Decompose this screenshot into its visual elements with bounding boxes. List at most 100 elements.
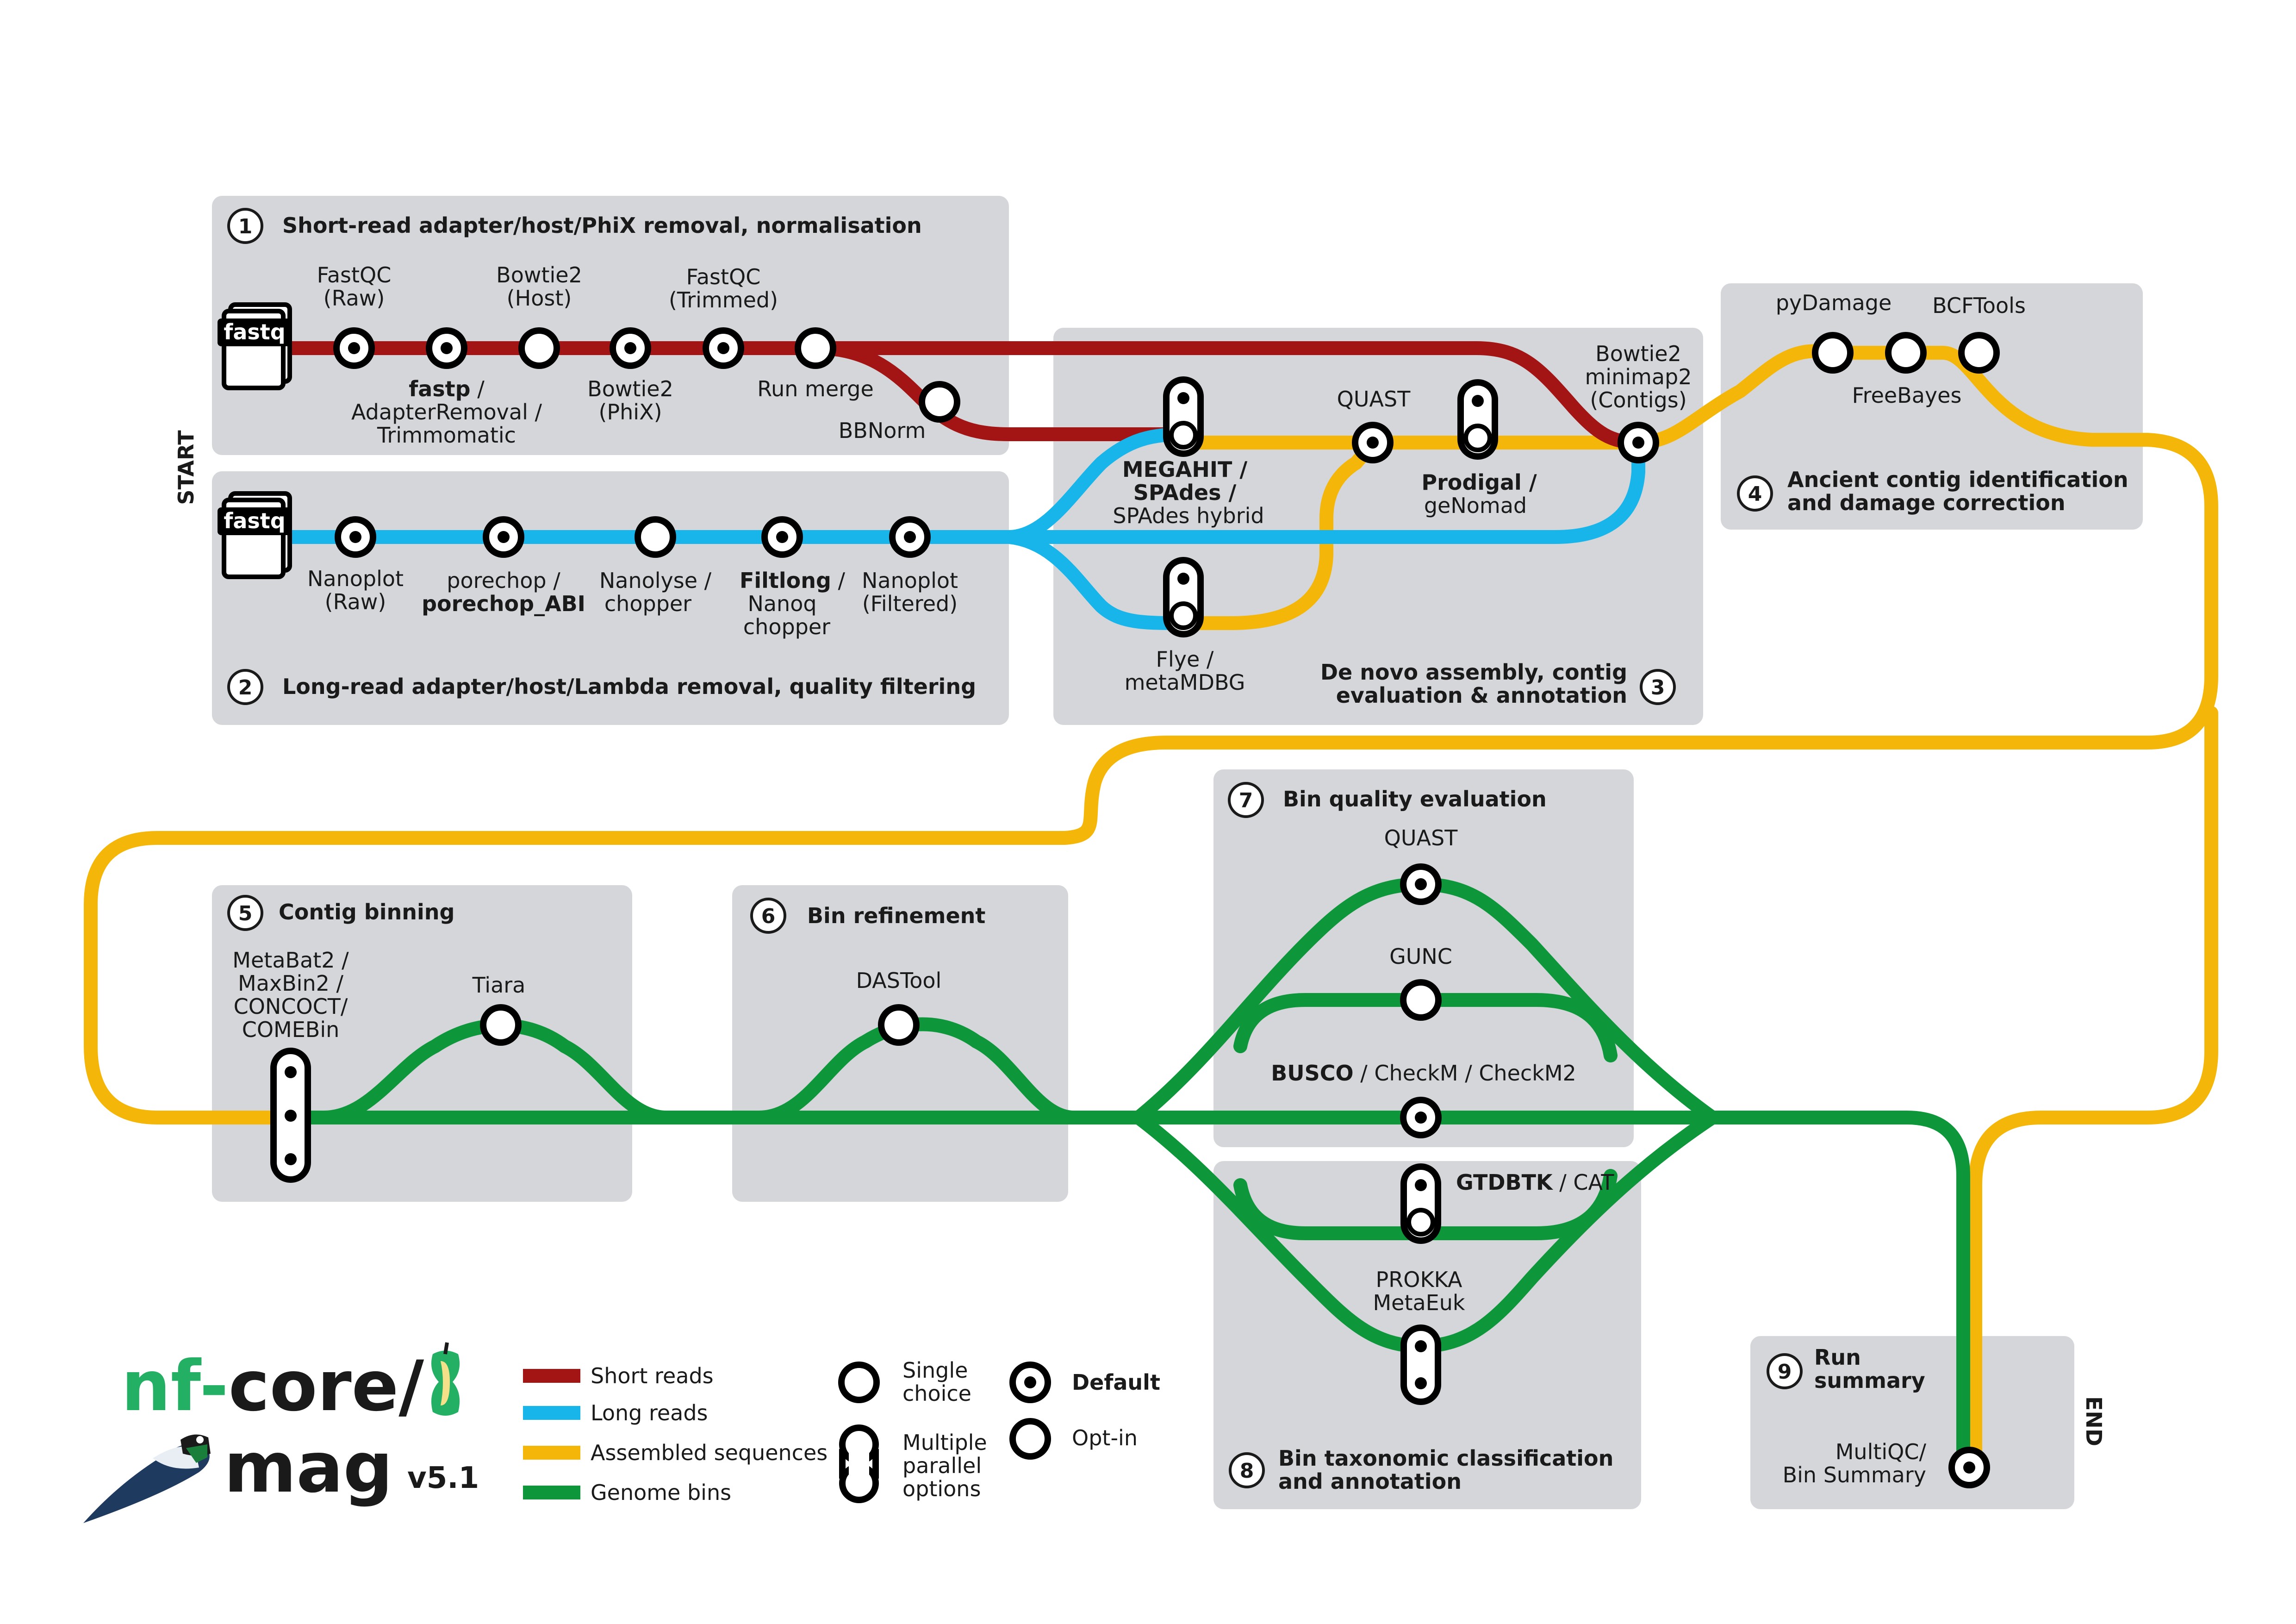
section-9-heading-line2: summary: [1814, 1368, 1925, 1393]
magpie-icon: [83, 1434, 211, 1523]
label-prodigal-2: geNomad: [1424, 493, 1527, 518]
short-reads-track: [280, 341, 1645, 450]
label-tiara: Tiara: [472, 973, 526, 998]
section-9-box: [1750, 1336, 2074, 1509]
nf-core-mag-logo: nf-core/ mag v5.1: [83, 1342, 479, 1523]
legend-label-genome-bins: Genome bins: [591, 1480, 731, 1505]
station-bbnorm: [919, 381, 960, 423]
label-fastp-rest: /: [471, 376, 485, 401]
legend-default-label: Default: [1072, 1370, 1160, 1395]
genome-bins-track-gtdbtk: [1233, 1169, 1618, 1240]
legend-multiple-3: options: [902, 1476, 981, 1501]
label-bowtie2-contigs-2: minimap2: [1585, 364, 1692, 389]
station-run-merge: [795, 327, 836, 369]
station-porechop: [483, 516, 524, 558]
label-dastool: DASTool: [856, 968, 942, 993]
label-porechop-1: porechop /: [447, 568, 560, 593]
station-busco: [1400, 1097, 1442, 1138]
apple-core-icon: [431, 1342, 460, 1416]
label-prokka-2: MetaEuk: [1373, 1290, 1465, 1315]
station-fastp: [426, 327, 467, 369]
label-quast-bins: QUAST: [1384, 825, 1458, 850]
label-fastp-3: Trimmomatic: [377, 423, 516, 448]
label-nanoplot-raw-1: Nanoplot: [307, 566, 404, 591]
label-fastp-bold: fastp: [409, 376, 470, 401]
start-label: START: [174, 430, 199, 505]
section-7-box: [1213, 769, 1634, 1147]
label-filtlong-3: chopper: [743, 614, 830, 639]
station-bowtie2-contigs: [1618, 422, 1659, 463]
station-prokka: [1400, 1324, 1441, 1405]
fastq-short-icon: fastq: [218, 302, 292, 390]
label-nanoplot-filtered-1: Nanoplot: [862, 568, 958, 593]
assembled-track-to-end: [1968, 706, 2218, 1479]
section-8-heading-line1: Bin taxonomic classification: [1278, 1446, 1613, 1471]
section-6-title: 6 Bin refinement: [750, 898, 985, 934]
logo-nfcore: nf-core/: [121, 1346, 424, 1427]
section-2-title: 2 Long-read adapter/host/Lambda removal,…: [227, 669, 976, 705]
section-4-heading-line2: and damage correction: [1787, 490, 2066, 515]
label-bowtie2-contigs-3: (Contigs): [1590, 387, 1686, 412]
label-filtlong-bold: Filtlong: [740, 568, 831, 593]
legend-single-choice-2: choice: [902, 1381, 971, 1406]
label-gtdbtk-rest: / CAT: [1553, 1170, 1615, 1195]
station-bowtie2-phix: [610, 327, 651, 369]
fastq-short-label: fastq: [224, 319, 285, 344]
genome-bins-track-main: [284, 1111, 1970, 1479]
station-nanoplot-filtered: [889, 516, 931, 558]
label-nanoplot-filtered-2: (Filtered): [862, 591, 958, 616]
section-9-title: 9 Run summary: [1767, 1345, 1925, 1393]
label-flye-2: metaMDBG: [1125, 670, 1245, 695]
label-megahit-1: MEGAHIT /: [1122, 457, 1248, 482]
station-tiara: [480, 1004, 522, 1046]
label-filtlong-2: Nanoq: [747, 591, 816, 616]
label-megahit-2: SPAdes /: [1133, 480, 1237, 505]
section-1-box: [212, 196, 1009, 455]
logo-nf: nf-: [121, 1346, 229, 1427]
station-fastqc-trimmed: [703, 327, 744, 369]
legend-label-assembled: Assembled sequences: [591, 1440, 828, 1465]
station-megahit: [1163, 376, 1204, 457]
section-4-heading-line1: Ancient contig identification: [1787, 467, 2128, 492]
label-bowtie2-phix-2: (PhiX): [598, 400, 662, 425]
section-6-heading: Bin refinement: [807, 903, 985, 928]
section-7-title: 7 Bin quality evaluation: [1228, 782, 1547, 818]
station-quast-bins: [1400, 863, 1442, 905]
section-5-number: 5: [238, 902, 253, 925]
label-quast-contigs: QUAST: [1337, 387, 1411, 412]
label-porechop-2: porechop_ABI: [422, 591, 585, 616]
station-dastool: [878, 1004, 920, 1046]
section-4-number: 4: [1748, 482, 1762, 506]
section-8-title: 8 Bin taxonomic classification and annot…: [1229, 1446, 1613, 1494]
logo-version: v5.1: [407, 1461, 479, 1495]
label-busco-rest: / CheckM / CheckM2: [1354, 1061, 1576, 1086]
label-prokka-1: PROKKA: [1376, 1267, 1462, 1292]
station-prodigal: [1457, 379, 1498, 460]
legend-label-short-reads: Short reads: [591, 1363, 714, 1388]
section-5-heading: Contig binning: [279, 899, 454, 924]
label-fastp-1: fastp /: [409, 376, 485, 401]
label-fastqc-raw-2: (Raw): [324, 286, 385, 311]
station-quast-contigs: [1352, 422, 1394, 463]
label-multiqc-2: Bin Summary: [1783, 1462, 1926, 1487]
label-prodigal-1: Prodigal /: [1421, 470, 1537, 495]
station-gtdbtk: [1400, 1163, 1441, 1244]
label-fastqc-raw-1: FastQC: [317, 262, 392, 287]
long-reads-track: [280, 427, 1192, 544]
label-binners-2: MaxBin2 /: [238, 971, 343, 996]
label-fastqc-trimmed-2: (Trimmed): [669, 287, 778, 312]
section-3-heading-line2: evaluation & annotation: [1336, 683, 1627, 708]
legend-single-choice-icon: [838, 1362, 880, 1403]
genome-bins-track-dastool: [752, 1017, 1081, 1124]
label-gtdbtk: GTDBTK / CAT: [1456, 1170, 1614, 1195]
station-pydamage: [1812, 332, 1854, 374]
legend-optin-icon: [1009, 1418, 1051, 1460]
label-gunc: GUNC: [1389, 944, 1452, 969]
label-bcftools: BCFTools: [1932, 293, 2026, 318]
label-multiqc-1: MultiQC/: [1836, 1439, 1927, 1464]
label-binners-4: COMEBin: [242, 1017, 340, 1042]
section-2-number: 2: [238, 676, 253, 700]
logo-mag: mag: [224, 1428, 393, 1508]
label-binners-3: CONCOCT/: [234, 994, 348, 1019]
station-flye: [1163, 557, 1204, 637]
